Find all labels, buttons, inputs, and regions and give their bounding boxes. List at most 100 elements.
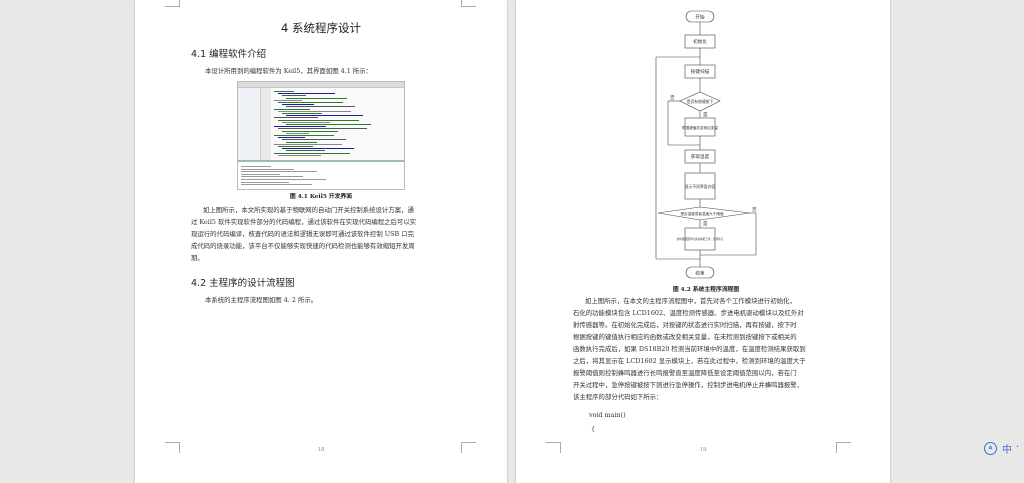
- paragraph-line: 根据按键的键值执行相应的函数或改变相关变量，在未检测到按键按下或相关的: [573, 333, 797, 341]
- paragraph-line: 报警阈值则控制蜂鸣器进行长鸣报警直至温度降低至设定阈值范围以内，若在门: [573, 369, 797, 377]
- flow-label: 按键扫描: [691, 68, 710, 75]
- paragraph-line: 现运行的代码编译，核查代码的语法和逻辑无误即可通过该软件控制 USB 口完: [191, 230, 415, 238]
- flow-label: 蜂鸣器报警同时步进电机工作，直到停止: [677, 237, 724, 241]
- paragraph-line: 成代码的烧录功能，该平台不仅能够实现快速的代码检测也能够有效缩短开发周: [191, 242, 415, 250]
- keil-build-line: [241, 171, 317, 173]
- paragraph-line: 期。: [191, 254, 204, 262]
- flow-key-decision: [679, 91, 721, 112]
- keil-code-line: [286, 115, 363, 117]
- keil-code-line: [282, 95, 306, 97]
- flow-label: 获取温度: [691, 153, 710, 160]
- code-line: {: [591, 425, 596, 433]
- keil-code-line: [274, 117, 318, 119]
- paragraph-line: 该主程序的部分代码如下所示：: [573, 393, 663, 401]
- flow-label: 是否有按键按下: [687, 99, 714, 104]
- keil-build-line: [241, 181, 289, 183]
- keil-build-line: [241, 184, 312, 186]
- paragraph-line: 如上图所示，在本文的主程序流程图中，首先对各个工作模块进行初始化，: [585, 297, 796, 305]
- crop-mark: [165, 0, 180, 7]
- keil-build-line: [241, 166, 271, 167]
- keil-code-line: [282, 130, 338, 132]
- crop-mark: [461, 442, 476, 453]
- flow-label: 开始: [695, 14, 705, 21]
- crop-mark: [546, 442, 561, 453]
- keil-code-line: [274, 143, 342, 145]
- flow-alarm-decision: [657, 206, 751, 221]
- code-line: void main(): [589, 411, 626, 419]
- flow-display-node: [684, 172, 716, 200]
- flow-end-node: [685, 266, 715, 279]
- translate-widget[interactable]: A 中 ·: [982, 440, 1024, 460]
- keil-code-line: [274, 135, 334, 136]
- keil-code-line: [286, 150, 325, 152]
- keil-code-line: [286, 132, 309, 134]
- keil-code-line: [278, 110, 351, 112]
- document-page-left: 4 系统程序设计 4.1 编程软件介绍 本设计所用到的编程软件为 Keil5，其…: [135, 0, 507, 483]
- flow-label: 初始化: [693, 38, 707, 45]
- page-number: 18: [317, 447, 325, 453]
- paragraph-line: 石化的功能模块包含 LCD1602、温度检测传感器、步进电机驱动模块以及红外对: [573, 309, 804, 317]
- figure-caption: 图 4.2 系统主程序流程图: [672, 287, 740, 293]
- paragraph-line: 函数执行完成后，如果 DS18B20 检测当前环境中的温度，在温度检测结果获取到: [573, 345, 806, 353]
- keil-build-line: [241, 173, 280, 175]
- flow-label: 根据键值改变相应变量: [682, 125, 718, 130]
- section-heading: 4.2 主程序的设计流程图: [191, 278, 295, 289]
- keil-code-line: [278, 137, 305, 139]
- keil-code-line: [278, 146, 313, 147]
- keil-code-line: [274, 91, 294, 92]
- paragraph-line: 开关过程中，急停按键被按下则进行急停操作，控制步进电机停止并蜂鸣器报警，: [573, 381, 804, 389]
- crop-mark: [165, 442, 180, 453]
- flow-label: 是否温度或者温度大于阈值: [680, 211, 724, 216]
- paragraph: 如上图所示，本文所实现的基于物联网的自动门开关控制系统设计方案，通 过 Keil…: [191, 204, 453, 264]
- keil-build-line: [241, 179, 326, 180]
- flow-label: 显示不同界面内容: [685, 184, 716, 189]
- keil-code-line: [278, 93, 335, 95]
- paragraph-line: 射传感器等。在初始化完成后，对按键的状态进行实时扫描，再有按键，按下时: [573, 321, 797, 329]
- keil-code-line: [286, 97, 347, 99]
- keil-code-line: [274, 108, 310, 110]
- chapter-title: 4 系统程序设计: [281, 21, 361, 35]
- crop-mark: [461, 0, 476, 7]
- keil-code-line: [282, 121, 330, 123]
- flow-alarm-node: [684, 227, 716, 251]
- keil-code-line: [274, 126, 326, 128]
- flow-scan-node: [684, 64, 716, 79]
- flow-yes-label: 是: [703, 112, 708, 118]
- keil-build-line: [241, 168, 294, 170]
- keil-code-line: [282, 139, 346, 141]
- keil-code-line: [274, 99, 302, 101]
- translate-icon[interactable]: A: [984, 442, 997, 455]
- keil-build-line: [241, 176, 303, 178]
- paragraph: 本系统的主程序流程图如图 4. 2 所示。: [205, 296, 318, 304]
- keil-code-line: [278, 119, 359, 121]
- flow-init-node: [684, 34, 716, 49]
- keil-code-line: [286, 141, 317, 143]
- translate-language-label[interactable]: 中: [1002, 445, 1012, 456]
- keil-code-line: [278, 102, 343, 103]
- document-page-right: 开始 初始化 按键扫描 是否有按键按下 根据键值改变相应变量 获取温度 显示不同…: [516, 0, 890, 483]
- paragraph-line: 之后，将其显示在 LCD1602 显示模块上，若在此过程中，检测到环境的温度大于: [573, 357, 806, 365]
- keil-code-line: [282, 148, 354, 150]
- flow-no-label: 否: [670, 95, 675, 101]
- figure-caption: 图 4.1 Keil5 开发界面: [289, 194, 353, 200]
- keil-code-line: [282, 113, 322, 114]
- keil-code-line: [282, 104, 314, 106]
- keil-code-line: [278, 154, 321, 156]
- crop-mark: [836, 442, 851, 453]
- keil-code-line: [286, 106, 355, 108]
- flow-yes-label: 是: [703, 221, 708, 227]
- flow-start-node: [685, 10, 715, 23]
- paragraph-line: 过 Keil5 软件实现软件部分的代码编程，通过该软件在实现代码编程之后可以实: [191, 218, 417, 226]
- more-icon[interactable]: ·: [1016, 442, 1020, 453]
- paragraph: 本设计所用到的编程软件为 Keil5，其界面如图 4.1 所示：: [205, 67, 372, 75]
- flowchart-diagram: 开始 初始化 按键扫描 是否有按键按下 根据键值改变相应变量 获取温度 显示不同…: [655, 10, 757, 279]
- paragraph: 如上图所示，在本文的主程序流程图中，首先对各个工作模块进行初始化， 石化的功能模…: [573, 295, 835, 403]
- flow-handle-node: [684, 117, 716, 137]
- flow-no-label: 否: [752, 207, 757, 213]
- flow-temp-node: [684, 149, 716, 164]
- keil-code-line: [286, 124, 371, 125]
- keil-screenshot-image: [237, 81, 405, 190]
- page-number: 19: [699, 447, 707, 453]
- paragraph-line: 如上图所示，本文所实现的基于物联网的自动门开关控制系统设计方案，通: [203, 206, 414, 214]
- section-heading: 4.1 编程软件介绍: [191, 49, 267, 60]
